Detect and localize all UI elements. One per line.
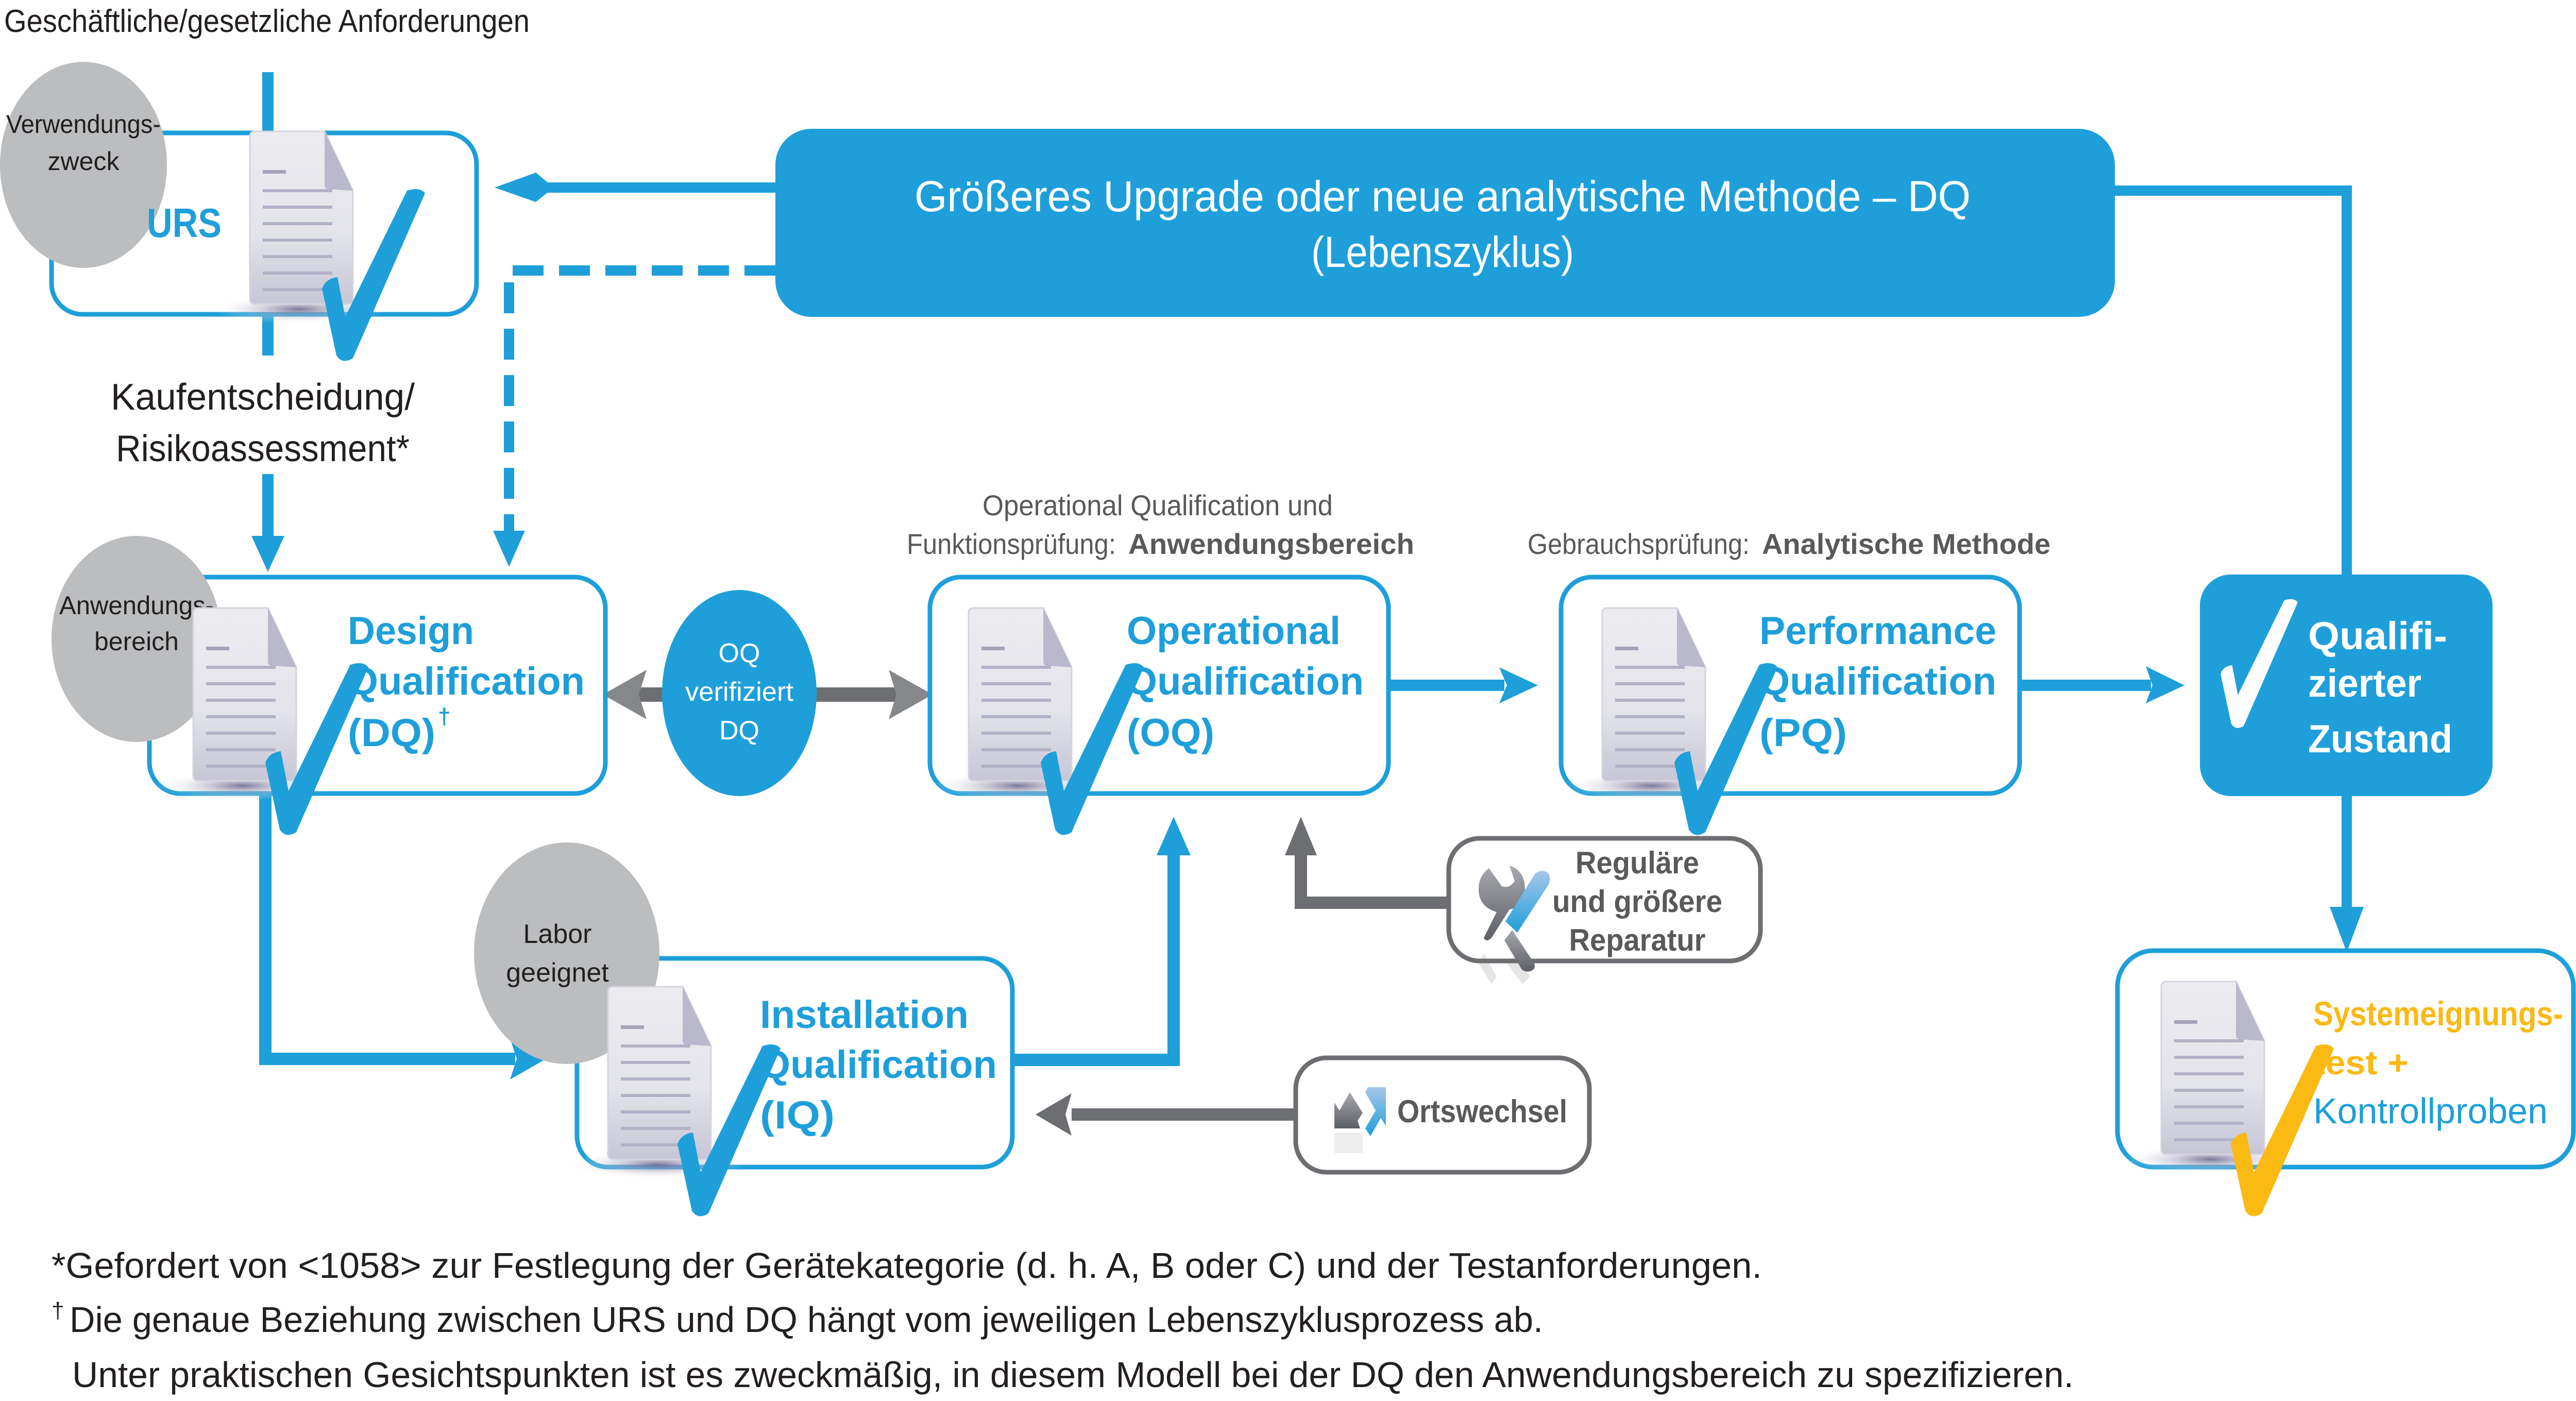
verify-line-3: DQ — [719, 716, 759, 746]
arrow-head-left — [603, 670, 647, 719]
oq-verifies-dq-circle — [662, 590, 817, 796]
footnote-3: Unter praktischen Gesichtspunkten ist es… — [72, 1355, 2074, 1395]
banner-to-dq-dashed-connector — [504, 265, 775, 536]
sst-line-1: Systemeignungs- — [2313, 994, 2563, 1033]
footnote-2: Die genaue Beziehung zwischen URS und DQ… — [70, 1299, 1543, 1340]
arrow-head-up — [1157, 817, 1191, 855]
oq-title-line-2: Qualification — [1127, 660, 1364, 703]
banner-line-2: (Lebenszyklus) — [1311, 228, 1574, 276]
verify-line-1: OQ — [719, 638, 760, 668]
oq-title-line-1: Operational — [1127, 609, 1341, 653]
lab-line-2: geeignet — [506, 958, 609, 988]
qualified-line-2: zierter — [2308, 662, 2421, 705]
repair-to-oq-connector — [1295, 855, 1448, 909]
requirements-label: Geschäftliche/gesetzliche Anforderungen — [4, 4, 530, 39]
oq-title-line-3: (OQ) — [1127, 711, 1214, 755]
arrow-head-up — [1285, 817, 1317, 855]
pq-caption: Gebrauchsprüfung: Analytische Methode — [1528, 528, 2050, 560]
qualified-line-1: Qualifi- — [2308, 614, 2447, 658]
wrench-screwdriver-icon — [1479, 866, 1550, 984]
pq-caption-bold: Analytische Methode — [1762, 528, 2050, 560]
oq-caption-bold: Anwendungsbereich — [1128, 528, 1414, 560]
iq-title-line-1: Installation — [760, 993, 969, 1037]
application-area-line-2: bereich — [94, 627, 179, 656]
upgrade-banner[interactable] — [775, 129, 2115, 317]
pq-title-line-1: Performance — [1759, 609, 1996, 653]
repair-line-1: Reguläre — [1575, 846, 1699, 880]
purchase-decision-line-2: Risikoassessment* — [116, 428, 410, 469]
banner-line-1: Größeres Upgrade oder neue analytische M… — [914, 172, 1971, 221]
repair-line-3: Reparatur — [1569, 923, 1706, 957]
purpose-line-2: zweck — [48, 147, 120, 176]
iq-to-oq-connector — [1012, 855, 1180, 1066]
purpose-circle — [0, 62, 167, 268]
urs-title: URS — [147, 200, 222, 246]
repair-line-2: und größere — [1552, 884, 1722, 919]
iq-title-line-3: (IQ) — [760, 1093, 835, 1137]
application-area-circle — [52, 536, 222, 742]
dq-title-line-1: Design — [348, 609, 474, 653]
footnote-1: *Gefordert von <1058> zur Festlegung der… — [52, 1245, 1762, 1286]
pq-title-line-3: (PQ) — [1759, 711, 1847, 755]
repair-box[interactable] — [1446, 836, 1763, 964]
purpose-line-1: Verwendungs- — [6, 110, 161, 139]
application-area-line-1: Anwendungs- — [59, 591, 214, 620]
dq-dagger: † — [438, 704, 450, 729]
arrow-head-right — [510, 1038, 546, 1079]
relocation-box[interactable] — [1293, 1055, 1592, 1175]
qualified-line-3: Zustand — [2308, 717, 2452, 761]
dq-to-iq-connector — [259, 794, 515, 1065]
purchase-decision-line-1: Kaufentscheidung/ — [111, 377, 415, 418]
pq-title-line-2: Qualification — [1759, 660, 1996, 703]
arrow-head-right — [1499, 667, 1538, 703]
oq-caption-line-1: Operational Qualification und — [982, 489, 1333, 521]
arrow-head-right — [2146, 666, 2184, 703]
arrow-head-left — [1036, 1093, 1072, 1136]
relocation-label: Ortswechsel — [1397, 1094, 1567, 1129]
arrow-head-right — [889, 670, 933, 719]
arrow-head-down — [251, 536, 284, 572]
oq-caption-prefix: Funktionsprüfung: — [907, 528, 1123, 560]
footnote-dagger: † — [52, 1298, 64, 1323]
relocation-arrows-icon — [1334, 1087, 1386, 1153]
verify-line-2: verifiziert — [685, 677, 794, 707]
sst-line-3: Kontrollproben — [2313, 1091, 2548, 1131]
dq-title-line-2: Qualification — [348, 660, 585, 703]
lab-line-1: Labor — [523, 919, 592, 949]
dq-title-line-3: (DQ) — [348, 711, 435, 755]
banner-to-qualified-connector — [2115, 185, 2352, 576]
arrow-head-down — [2330, 907, 2364, 952]
pq-caption-prefix: Gebrauchsprüfung: — [1528, 528, 1757, 560]
iq-title-line-2: Qualification — [760, 1043, 997, 1087]
arrow-head-left — [495, 173, 554, 202]
oq-caption-line-2: Funktionsprüfung: Anwendungsbereich — [907, 528, 1414, 560]
sst-line-2: test + — [2313, 1043, 2409, 1082]
arrow-head-down — [493, 531, 525, 567]
